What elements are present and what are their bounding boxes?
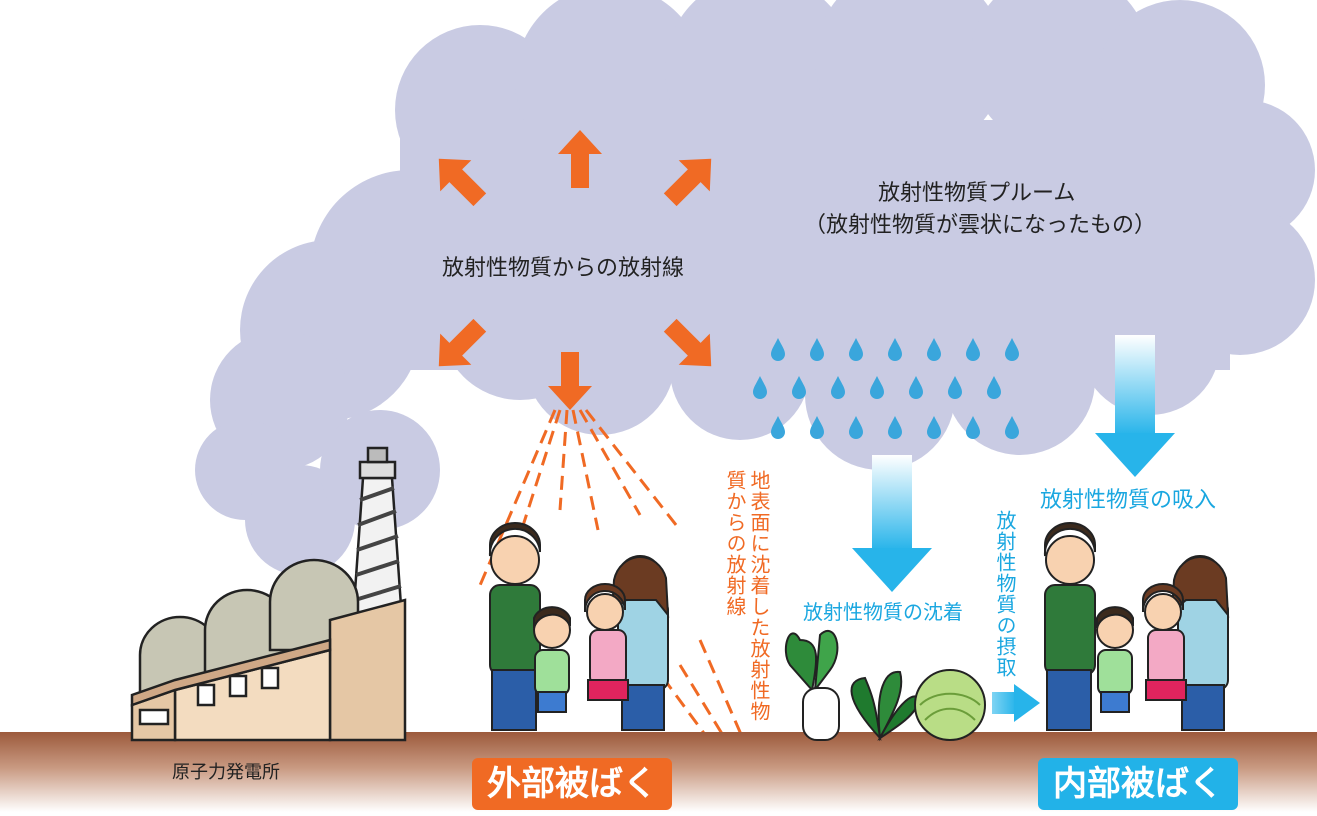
deposition-arrow-icon — [852, 455, 932, 592]
arrow-upright-icon — [663, 158, 712, 207]
daikon-icon — [784, 630, 840, 741]
raindrop-icon — [771, 338, 785, 361]
arrow-downright-icon — [663, 318, 712, 367]
plume-title-label: 放射性物質プルーム — [878, 181, 1076, 206]
raindrops — [753, 338, 1019, 439]
ground-radiation-label: 地表面に沈着した放射性物質からの放射線 — [723, 470, 771, 722]
nuclear-plant-label: 原子力発電所 — [172, 762, 280, 783]
radiation-from-material-label: 放射性物質からの放射線 — [442, 256, 685, 281]
family-right-icon — [1043, 522, 1230, 731]
plume-subtitle-label: （放射性物質が雲状になったもの） — [804, 213, 1157, 238]
external-exposure-badge: 外部被ばく — [472, 758, 672, 810]
nuclear-plant-icon — [130, 446, 407, 742]
vegetables-icon — [784, 630, 986, 742]
cabbage-icon — [914, 669, 986, 741]
internal-exposure-badge: 内部被ばく — [1038, 758, 1238, 810]
ingestion-arrow-icon — [992, 684, 1040, 722]
deposition-label: 放射性物質の沈着 — [803, 600, 963, 624]
arrow-up-icon — [558, 130, 602, 188]
arrow-upleft-icon — [438, 158, 487, 207]
ingestion-label: 放射性物質の摂取 — [993, 510, 1017, 678]
inhalation-arrow-icon — [1095, 335, 1175, 477]
spinach-icon — [850, 670, 922, 742]
radiation-arrows — [438, 130, 712, 410]
family-left-icon — [488, 522, 670, 731]
inhalation-label: 放射性物質の吸入 — [1040, 488, 1217, 513]
arrow-downleft-icon — [438, 318, 487, 367]
arrow-down-icon — [548, 352, 592, 410]
